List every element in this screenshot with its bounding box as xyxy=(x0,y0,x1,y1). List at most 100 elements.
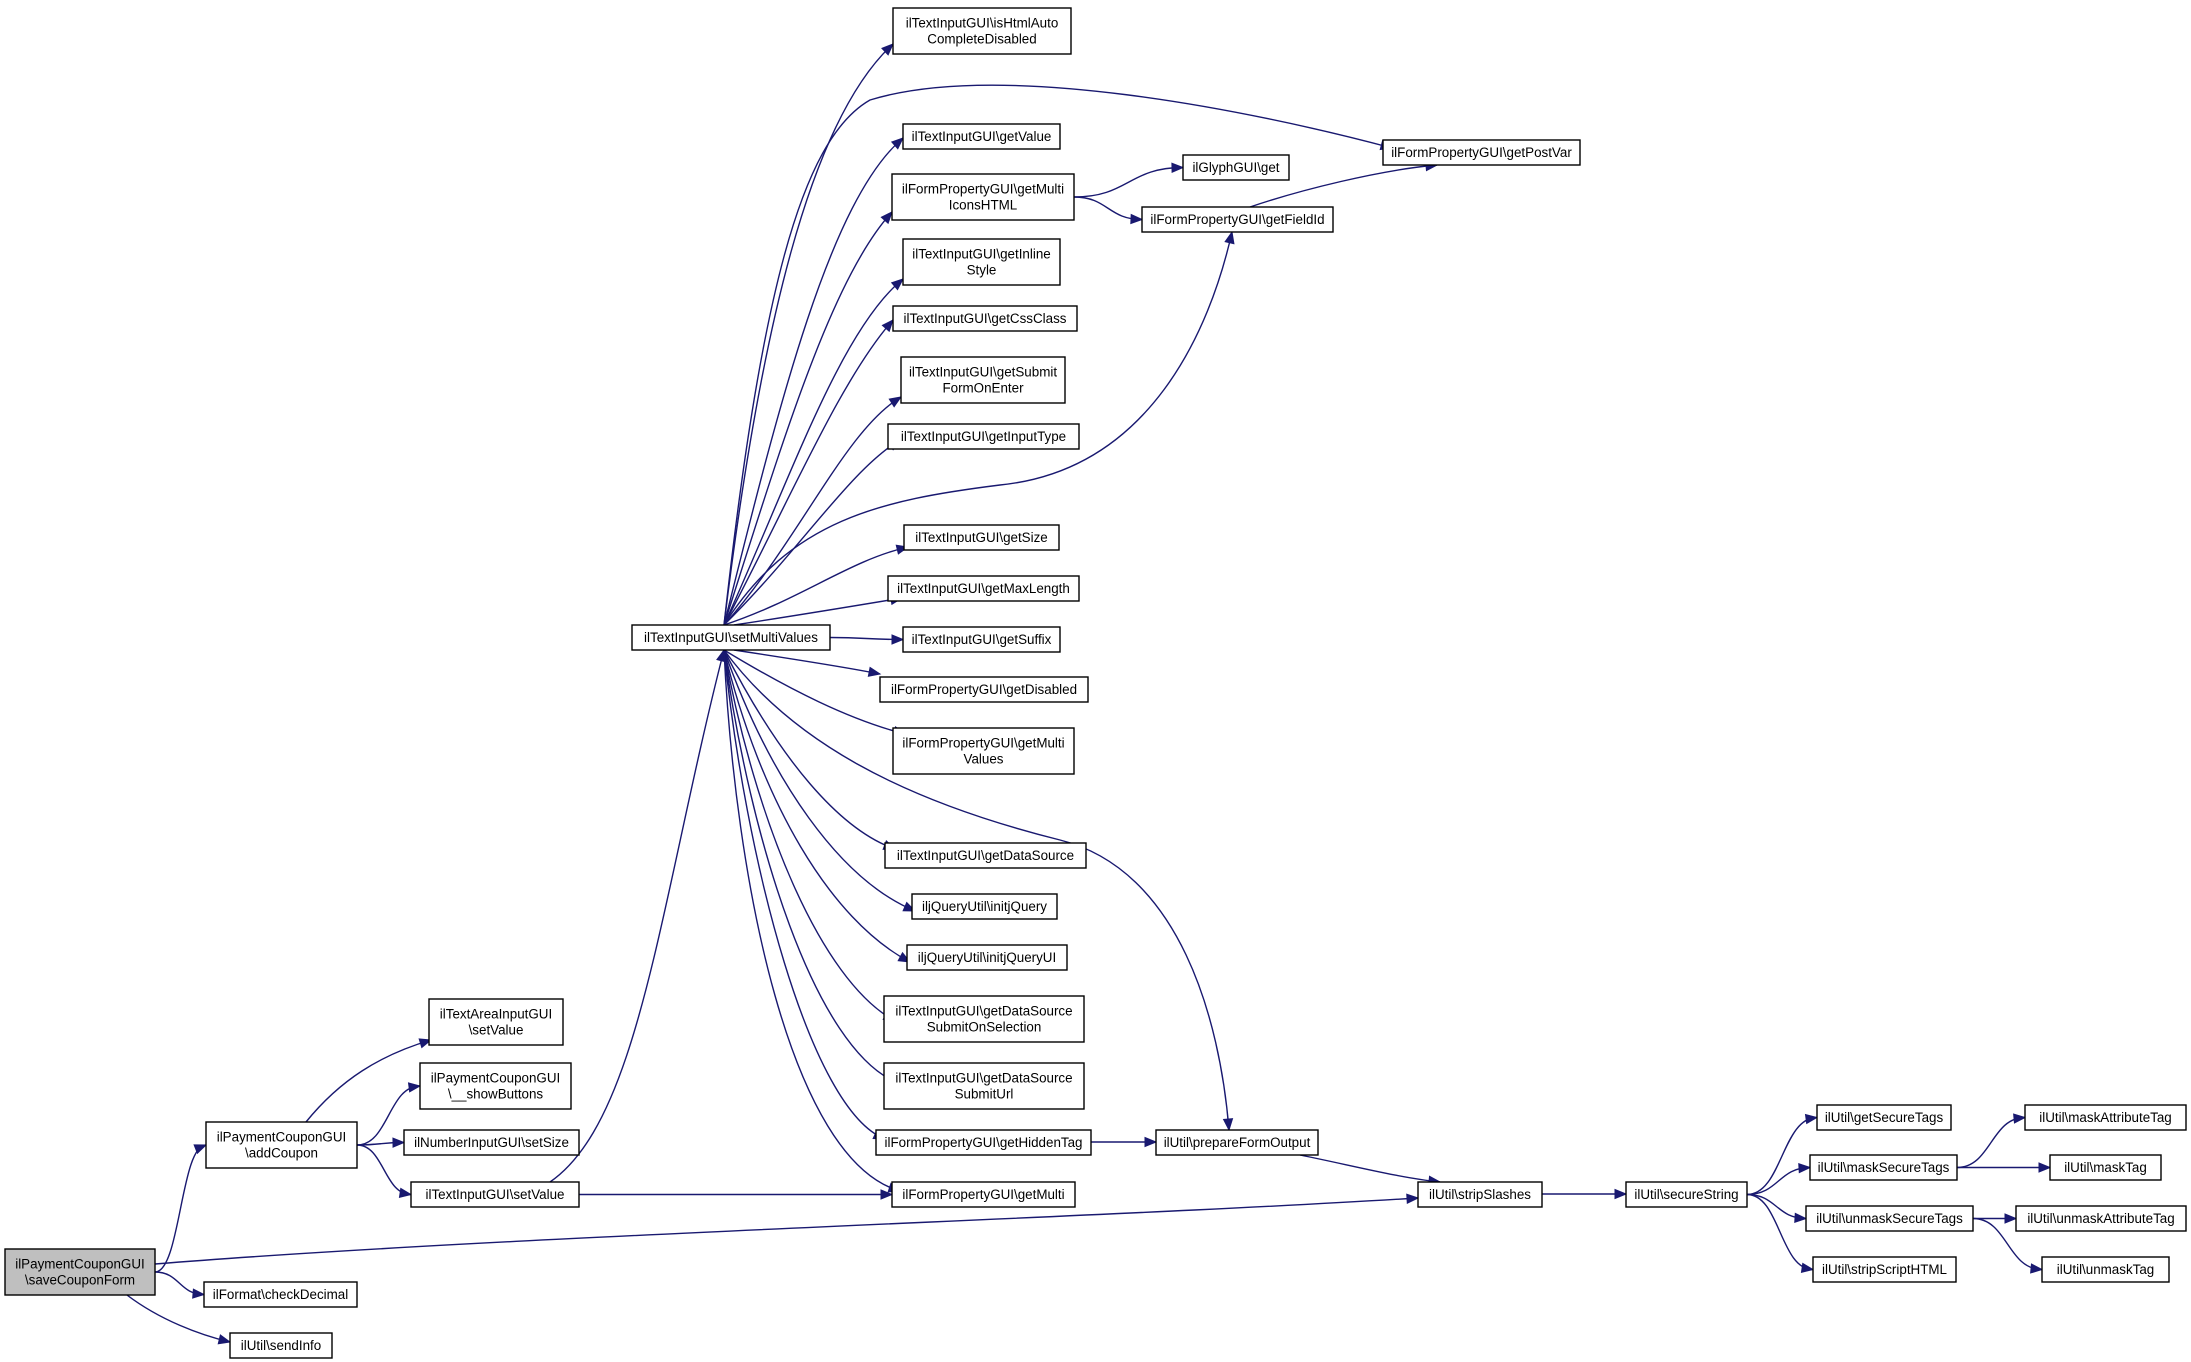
node-box xyxy=(892,727,1075,775)
arrowhead xyxy=(2038,1162,2052,1173)
arrowhead xyxy=(418,1038,433,1049)
node-isHtmlAuto[interactable]: ilTextInputGUI\isHtmlAutoCompleteDisable… xyxy=(892,7,1072,55)
node-box xyxy=(2024,1104,2187,1131)
node-sendInfo[interactable]: ilUtil\sendInfo xyxy=(229,1332,333,1359)
node-label: ilTextInputGUI\setValue xyxy=(426,1187,565,1202)
node-label: SubmitUrl xyxy=(955,1087,1014,1102)
node-getSuffix[interactable]: ilTextInputGUI\getSuffix xyxy=(902,626,1061,653)
node-getMaxLength[interactable]: ilTextInputGUI\getMaxLength xyxy=(887,575,1080,602)
edge-setMultiValues-to-getDSSubmitSel xyxy=(723,649,897,1022)
node-label: \setValue xyxy=(469,1023,524,1038)
arrowhead xyxy=(2013,1113,2027,1124)
arrowhead xyxy=(1794,1212,1808,1224)
node-unmaskAttributeTag[interactable]: ilUtil\unmaskAttributeTag xyxy=(2015,1205,2187,1232)
node-label: ilTextInputGUI\getSuffix xyxy=(912,632,1052,647)
node-checkDecimal[interactable]: ilFormat\checkDecimal xyxy=(203,1281,358,1308)
edge-save-to-sendInfo xyxy=(126,1294,232,1345)
arrowhead xyxy=(1800,1262,1815,1274)
edge-unmaskSecureTags-to-unmaskTag xyxy=(1972,1217,2044,1274)
node-box xyxy=(892,7,1072,55)
node-prepareFormOutput[interactable]: ilUtil\prepareFormOutput xyxy=(1155,1129,1319,1156)
node-label: FormOnEnter xyxy=(942,381,1024,396)
node-label: ilFormPropertyGUI\getPostVar xyxy=(1391,145,1572,160)
node-box xyxy=(884,842,1087,869)
edge-setMultiValues-to-getHiddenTag xyxy=(723,649,887,1140)
node-label: IconsHTML xyxy=(949,198,1017,213)
node-getHiddenTag[interactable]: ilFormPropertyGUI\getHiddenTag xyxy=(875,1129,1092,1156)
node-getSecureTags[interactable]: ilUtil\getSecureTags xyxy=(1816,1104,1952,1131)
node-initjQuery[interactable]: iljQueryUtil\initjQuery xyxy=(911,893,1058,920)
node-tiSetValue[interactable]: ilTextInputGUI\setValue xyxy=(410,1181,580,1208)
node-label: ilUtil\maskAttributeTag xyxy=(2039,1110,2171,1125)
node-box xyxy=(891,1181,1076,1208)
node-box xyxy=(1805,1205,1974,1232)
node-setMultiValues[interactable]: ilTextInputGUI\setMultiValues xyxy=(631,624,831,651)
node-box xyxy=(902,238,1061,286)
node-label: ilPaymentCouponGUI xyxy=(431,1071,561,1086)
node-save[interactable]: ilPaymentCouponGUI\saveCouponForm xyxy=(4,1248,156,1296)
node-addCoupon[interactable]: ilPaymentCouponGUI\addCoupon xyxy=(205,1121,358,1169)
node-maskTag[interactable]: ilUtil\maskTag xyxy=(2049,1154,2162,1181)
edge-setMultiValues-to-getSubmitForm xyxy=(723,396,903,626)
node-label: ilTextInputGUI\getMaxLength xyxy=(897,581,1070,596)
node-label: ilFormPropertyGUI\getMulti xyxy=(902,736,1064,751)
node-label: ilUtil\getSecureTags xyxy=(1825,1110,1944,1125)
node-stripSlashes[interactable]: ilUtil\stripSlashes xyxy=(1417,1181,1543,1208)
node-secureString[interactable]: ilUtil\secureString xyxy=(1625,1181,1748,1208)
node-label: iljQueryUtil\initjQueryUI xyxy=(918,950,1056,965)
node-getSize[interactable]: ilTextInputGUI\getSize xyxy=(903,524,1060,551)
node-box xyxy=(902,123,1061,150)
node-getCssClass[interactable]: ilTextInputGUI\getCssClass xyxy=(892,305,1078,332)
node-getDisabled[interactable]: ilFormPropertyGUI\getDisabled xyxy=(879,676,1089,703)
node-getDataSource[interactable]: ilTextInputGUI\getDataSource xyxy=(884,842,1087,869)
node-box xyxy=(1182,154,1290,181)
edge-save-to-addCoupon xyxy=(154,1144,208,1273)
node-maskAttributeTag[interactable]: ilUtil\maskAttributeTag xyxy=(2024,1104,2187,1131)
edge-setMultiValues-to-isHtmlAuto xyxy=(723,43,894,626)
node-label: ilUtil\sendInfo xyxy=(241,1338,321,1353)
node-box xyxy=(631,624,831,651)
node-box xyxy=(1625,1181,1748,1208)
node-label: ilUtil\unmaskSecureTags xyxy=(1816,1211,1963,1226)
arrowhead xyxy=(392,1137,406,1148)
node-label: iljQueryUtil\initjQuery xyxy=(922,899,1047,914)
node-box xyxy=(883,995,1085,1043)
node-label: ilFormPropertyGUI\getDisabled xyxy=(891,682,1077,697)
node-getMulti[interactable]: ilFormPropertyGUI\getMulti xyxy=(891,1181,1076,1208)
node-label: ilTextInputGUI\getDataSource xyxy=(895,1071,1072,1086)
edge-getHiddenTag-to-prepareFormOutput xyxy=(1091,1136,1158,1148)
node-box xyxy=(403,1129,580,1156)
node-getInputType[interactable]: ilTextInputGUI\getInputType xyxy=(887,423,1080,450)
node-box xyxy=(410,1181,580,1208)
arrowhead xyxy=(407,1082,422,1093)
node-getDSSubmitSel[interactable]: ilTextInputGUI\getDataSourceSubmitOnSele… xyxy=(883,995,1085,1043)
node-showButtons[interactable]: ilPaymentCouponGUI\__showButtons xyxy=(419,1062,572,1110)
node-box xyxy=(1812,1256,1957,1283)
arrowhead xyxy=(2030,1263,2044,1274)
node-initjQueryUI[interactable]: iljQueryUtil\initjQueryUI xyxy=(906,944,1068,971)
node-numSetSize[interactable]: ilNumberInputGUI\setSize xyxy=(403,1129,580,1156)
node-label: ilFormPropertyGUI\getHiddenTag xyxy=(885,1135,1083,1150)
node-taSetValue[interactable]: ilTextAreaInputGUI\setValue xyxy=(428,998,564,1046)
node-glyphGet[interactable]: ilGlyphGUI\get xyxy=(1182,154,1290,181)
edge-setMultiValues-to-getDisabled xyxy=(733,649,882,677)
node-maskSecureTags[interactable]: ilUtil\maskSecureTags xyxy=(1809,1154,1958,1181)
node-label: ilTextInputGUI\getCssClass xyxy=(904,311,1067,326)
node-getPostVar[interactable]: ilFormPropertyGUI\getPostVar xyxy=(1382,139,1581,166)
node-unmaskTag[interactable]: ilUtil\unmaskTag xyxy=(2041,1256,2170,1283)
edge-setMultiValues-to-getInputType xyxy=(723,439,902,626)
edge-secureString-to-stripScriptHTML xyxy=(1746,1193,1815,1274)
node-unmaskSecureTags[interactable]: ilUtil\unmaskSecureTags xyxy=(1805,1205,1974,1232)
edge-save-to-checkDecimal xyxy=(154,1271,206,1299)
edge-setMultiValues-to-prepareFormOutput xyxy=(723,649,1234,1132)
node-getFieldId[interactable]: ilFormPropertyGUI\getFieldId xyxy=(1141,206,1334,233)
edge-setMultiValues-to-getSuffix xyxy=(829,634,905,645)
node-getValue[interactable]: ilTextInputGUI\getValue xyxy=(902,123,1061,150)
node-stripScriptHTML[interactable]: ilUtil\stripScriptHTML xyxy=(1812,1256,1957,1283)
nodes-layer: ilPaymentCouponGUI\saveCouponForm ilForma… xyxy=(4,7,2187,1359)
